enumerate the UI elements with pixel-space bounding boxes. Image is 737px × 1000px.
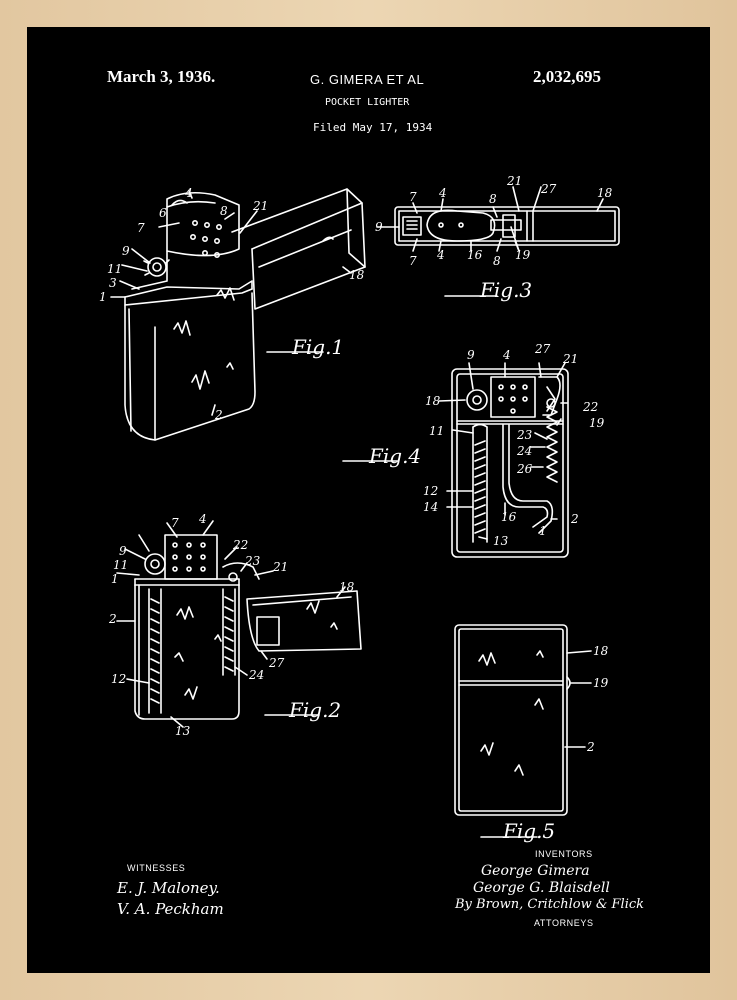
figure-5-label: Fig.5 (502, 819, 555, 843)
witnesses-label: WITNESSES (127, 863, 186, 873)
figure-3-drawing (376, 186, 620, 297)
callout-fig4-21: 21 (562, 352, 578, 366)
callout-fig3-21: 21 (506, 174, 522, 188)
callout-fig4-13: 13 (493, 534, 509, 548)
attorney-signature: By Brown, Critchlow & Flick (455, 897, 645, 912)
callout-fig1-8: 8 (220, 204, 228, 218)
callout-fig3-8a: 8 (489, 192, 497, 206)
callout-fig4-1: 1 (539, 524, 547, 538)
callout-fig4-11: 11 (429, 424, 444, 438)
callout-fig3-7a: 7 (409, 190, 417, 204)
callout-fig3-18: 18 (597, 186, 613, 200)
callout-fig3-9: 9 (375, 220, 383, 234)
figure-4-label: Fig.4 (368, 444, 421, 468)
callout-fig2-2: 2 (108, 612, 117, 626)
callout-fig4-23: 23 (516, 428, 533, 442)
inventor-signature-1: George Gimera (481, 863, 590, 879)
patent-poster: March 3, 1936. G. GIMERA ET AL 2,032,695… (27, 27, 710, 973)
callout-fig4-26: 26 (516, 462, 533, 476)
inventor-names-header: G. GIMERA ET AL (310, 72, 425, 87)
figure-1-label: Fig.1 (291, 335, 344, 359)
figure-5-drawing (454, 624, 592, 838)
callout-fig4-9: 9 (467, 348, 475, 362)
callout-fig1-6: 6 (159, 206, 167, 220)
callout-fig2-9: 9 (119, 544, 127, 558)
callout-fig3-7b: 7 (409, 254, 417, 268)
callout-fig4-4: 4 (502, 348, 511, 362)
callout-fig1-11: 11 (107, 262, 122, 276)
callout-fig4-14: 14 (423, 500, 438, 514)
callout-fig2-23: 23 (244, 554, 261, 568)
callout-fig3-4a: 4 (438, 186, 447, 200)
callout-fig4-12: 12 (423, 484, 438, 498)
callout-fig1-2: 2 (214, 408, 223, 422)
callout-fig4-22: 22 (582, 400, 598, 414)
callout-fig2-24: 24 (248, 668, 264, 682)
callout-fig2-13: 13 (175, 724, 191, 738)
witness-signature-1: E. J. Maloney. (117, 879, 220, 897)
callout-fig4-2: 2 (570, 512, 579, 526)
patent-date: March 3, 1936. (107, 67, 216, 86)
callout-fig2-11: 11 (113, 558, 128, 572)
figure-3-label: Fig.3 (479, 278, 532, 302)
patent-number: 2,032,695 (533, 67, 601, 86)
figure-2-drawing (116, 520, 362, 728)
callout-fig4-18: 18 (425, 394, 441, 408)
callout-fig2-22: 22 (232, 538, 248, 552)
callout-fig5-18: 18 (593, 644, 609, 658)
witness-signature-2: V. A. Peckham (117, 900, 224, 918)
figure-1-drawing (110, 188, 366, 441)
callout-fig1-3: 3 (109, 276, 117, 290)
callout-fig2-21: 21 (272, 560, 288, 574)
callout-fig3-16: 16 (467, 248, 483, 262)
callout-fig2-12: 12 (111, 672, 126, 686)
callout-fig1-18: 18 (349, 268, 365, 282)
callout-fig4-16: 16 (501, 510, 517, 524)
filed-date: Filed May 17, 1934 (313, 121, 433, 134)
callout-fig1-7: 7 (137, 221, 145, 235)
callout-fig3-8b: 8 (493, 254, 501, 268)
inventor-signature-2: George G. Blaisdell (473, 880, 610, 896)
callout-fig1-21: 21 (252, 199, 268, 213)
callout-fig3-27: 27 (540, 182, 557, 196)
patent-title: POCKET LIGHTER (325, 97, 410, 108)
callout-fig2-27: 27 (268, 656, 285, 670)
callout-fig5-19: 19 (593, 676, 609, 690)
callout-fig1-1: 1 (99, 290, 107, 304)
callout-fig2-4: 4 (198, 512, 207, 526)
inventors-label: INVENTORS (535, 849, 593, 859)
patent-drawing: Fig.1 (99, 174, 620, 843)
callout-fig2-18: 18 (339, 580, 355, 594)
callout-fig2-1: 1 (111, 572, 119, 586)
figure-4-drawing (342, 362, 569, 558)
callout-fig3-4b: 4 (436, 248, 445, 262)
callout-numbers: 4 6 7 8 21 9 11 3 1 18 2 7 4 9 22 11 23 … (99, 174, 613, 754)
callout-fig5-2: 2 (586, 740, 595, 754)
callout-fig3-19: 19 (515, 248, 531, 262)
callout-fig4-19: 19 (589, 416, 605, 430)
callout-fig4-24: 24 (516, 444, 532, 458)
callout-fig4-27: 27 (534, 342, 551, 356)
figure-2-label: Fig.2 (288, 698, 341, 722)
callout-fig1-4: 4 (184, 186, 193, 200)
attorneys-label: ATTORNEYS (534, 918, 594, 928)
callout-fig1-9: 9 (122, 244, 130, 258)
callout-fig2-7: 7 (171, 516, 179, 530)
